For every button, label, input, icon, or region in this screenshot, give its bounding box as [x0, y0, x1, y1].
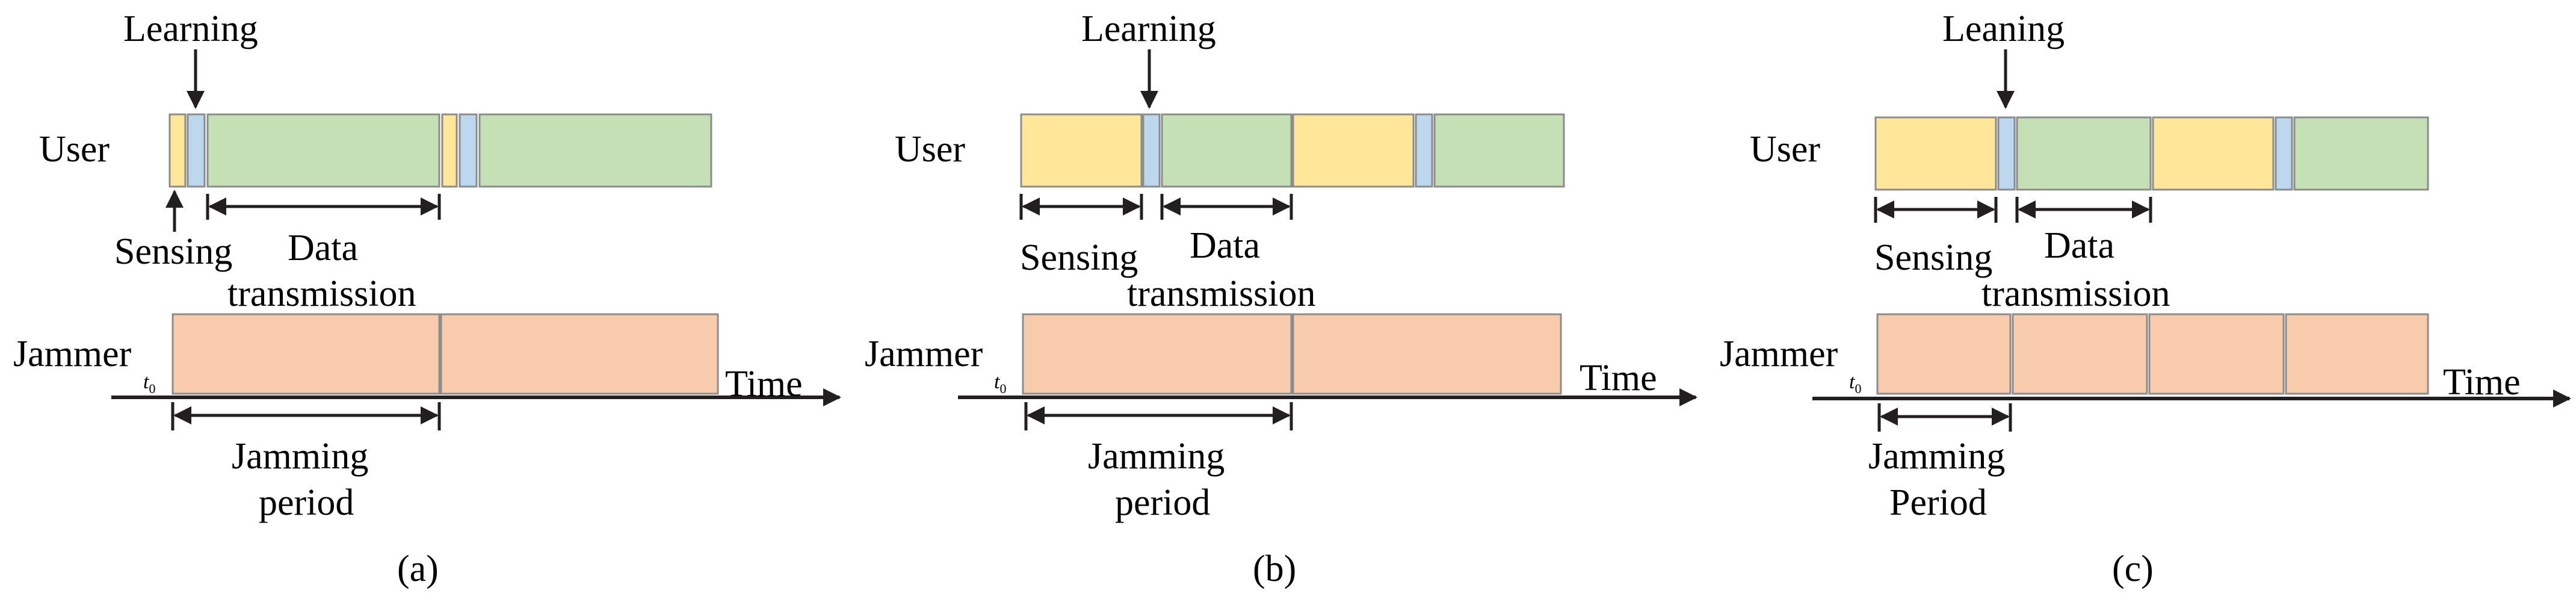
jamming-period-span [1024, 402, 1293, 430]
time-label: Time [725, 364, 803, 405]
panel-c: User Leaning Sensing Data transmission J… [1720, 8, 2571, 589]
jammer-label: Jammer [13, 334, 132, 374]
learning-slot [1415, 113, 1433, 188]
learning-label: Learning [1081, 8, 1216, 49]
sensing-label: Sensing [1874, 237, 1992, 278]
data-slot [478, 113, 712, 188]
jammer-timeline [171, 313, 719, 395]
learning-slot [459, 113, 478, 188]
jamming-slot [1022, 313, 1293, 395]
sensing-span [1874, 197, 1998, 223]
jammer-label: Jammer [1720, 334, 1838, 374]
sensing-label: Sensing [1020, 237, 1138, 278]
transmission-label: transmission [1127, 273, 1315, 314]
period-label: Period [1889, 482, 1987, 523]
jamming-period-span [1877, 403, 2012, 432]
learning-slot [1997, 116, 2016, 191]
user-timeline [168, 113, 712, 188]
panel-caption: (a) [397, 548, 439, 589]
learning-label: Leaning [1942, 8, 2065, 49]
jamming-slot [2012, 313, 2148, 395]
learning-slot [2275, 116, 2293, 191]
jammer-timeline [1876, 313, 2429, 395]
panel-a: User Learning Sensing Data transmission … [13, 8, 841, 589]
sensing-slot [2152, 116, 2275, 191]
transmission-label: transmission [227, 273, 416, 314]
jamming-slot [1876, 313, 2012, 395]
panel-b: User Learning Sensing Data transmission … [865, 8, 1697, 589]
jammer-label: Jammer [865, 334, 983, 374]
sensing-label: Sensing [114, 231, 232, 272]
jamming-slot [1292, 313, 1562, 395]
user-label: User [39, 129, 110, 170]
sensing-slot [168, 113, 187, 188]
data-slot [2016, 116, 2152, 191]
jamming-slot [440, 313, 719, 395]
jamming-slot [2148, 313, 2285, 395]
data-span [206, 194, 441, 220]
learning-slot [187, 113, 206, 188]
user-timeline [1020, 113, 1565, 188]
jammer-timeline [1022, 313, 1562, 395]
data-slot [1161, 113, 1293, 188]
sensing-slot [1874, 116, 1997, 191]
jamming-slot [2285, 313, 2429, 395]
user-label: User [895, 129, 965, 170]
sensing-slot [1020, 113, 1143, 188]
data-label: Data [288, 228, 358, 268]
jamming-label: Jamming [232, 436, 368, 477]
data-span [2015, 197, 2152, 223]
data-span [1160, 194, 1293, 220]
sensing-span [1019, 194, 1143, 220]
learning-slot [1142, 113, 1161, 188]
data-label: Data [2044, 225, 2114, 266]
user-timeline [1874, 116, 2429, 191]
sensing-slot [1292, 113, 1415, 188]
time-label: Time [1580, 358, 1657, 399]
jamming-label: Jamming [1868, 436, 2005, 477]
period-label: period [259, 482, 354, 523]
data-slot [1433, 113, 1565, 188]
panel-caption: (b) [1253, 548, 1296, 589]
t0-label: t0 [1849, 371, 1861, 396]
period-label: period [1115, 482, 1210, 523]
jamming-label: Jamming [1088, 436, 1225, 477]
panel-caption: (c) [2112, 548, 2154, 589]
data-slot [2293, 116, 2429, 191]
t0-label: t0 [143, 371, 155, 396]
time-label: Time [2443, 362, 2521, 403]
sensing-slot [441, 113, 458, 188]
t0-label: t0 [994, 371, 1006, 396]
learning-label: Learning [123, 8, 258, 49]
jamming-period-span [171, 402, 441, 430]
data-label: Data [1190, 225, 1260, 266]
transmission-label: transmission [1981, 273, 2170, 314]
data-slot [206, 113, 440, 188]
user-label: User [1750, 129, 1820, 170]
jamming-slot [171, 313, 440, 395]
